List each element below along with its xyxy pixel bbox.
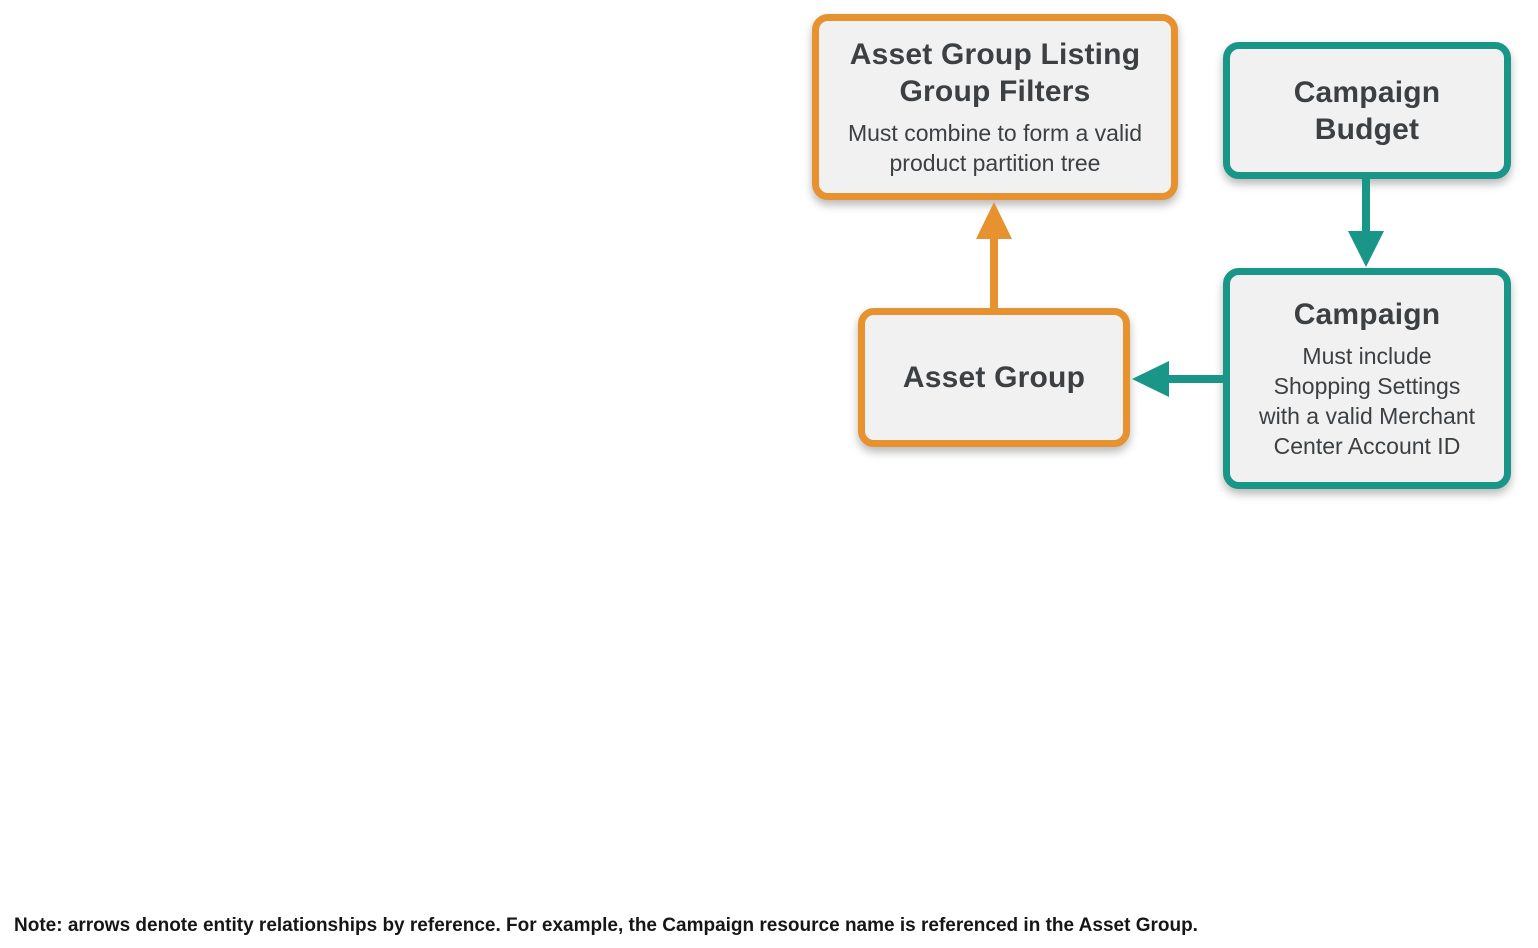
arrowhead-up-icon — [976, 202, 1012, 239]
arrow-line — [1362, 179, 1370, 232]
node-title: Asset Group Listing Group Filters — [849, 38, 1141, 108]
node-title: Campaign — [1293, 298, 1441, 331]
arrowhead-left-icon — [1132, 361, 1169, 397]
arrow-line — [990, 237, 998, 308]
node-subtitle: Must include Shopping Settings with a va… — [1258, 343, 1476, 459]
footnote: Note: arrows denote entity relationships… — [14, 915, 1198, 936]
node-asset-group: Asset Group — [858, 308, 1130, 447]
node-subtitle: Must combine to form a valid product par… — [847, 120, 1142, 176]
node-asset-group-listing-group-filters: Asset Group Listing Group Filters Must c… — [812, 14, 1178, 200]
arrow-asset-group-to-listing-filters — [976, 202, 1012, 308]
arrow-line — [1167, 375, 1223, 383]
node-title: Asset Group — [902, 361, 1086, 394]
node-campaign-budget: Campaign Budget — [1223, 42, 1511, 179]
arrowhead-down-icon — [1348, 231, 1384, 267]
arrow-campaign-to-asset-group — [1132, 361, 1223, 397]
node-title: Campaign Budget — [1293, 75, 1441, 146]
node-campaign: Campaign Must include Shopping Settings … — [1223, 268, 1511, 489]
arrow-campaign-budget-to-campaign — [1348, 179, 1384, 267]
